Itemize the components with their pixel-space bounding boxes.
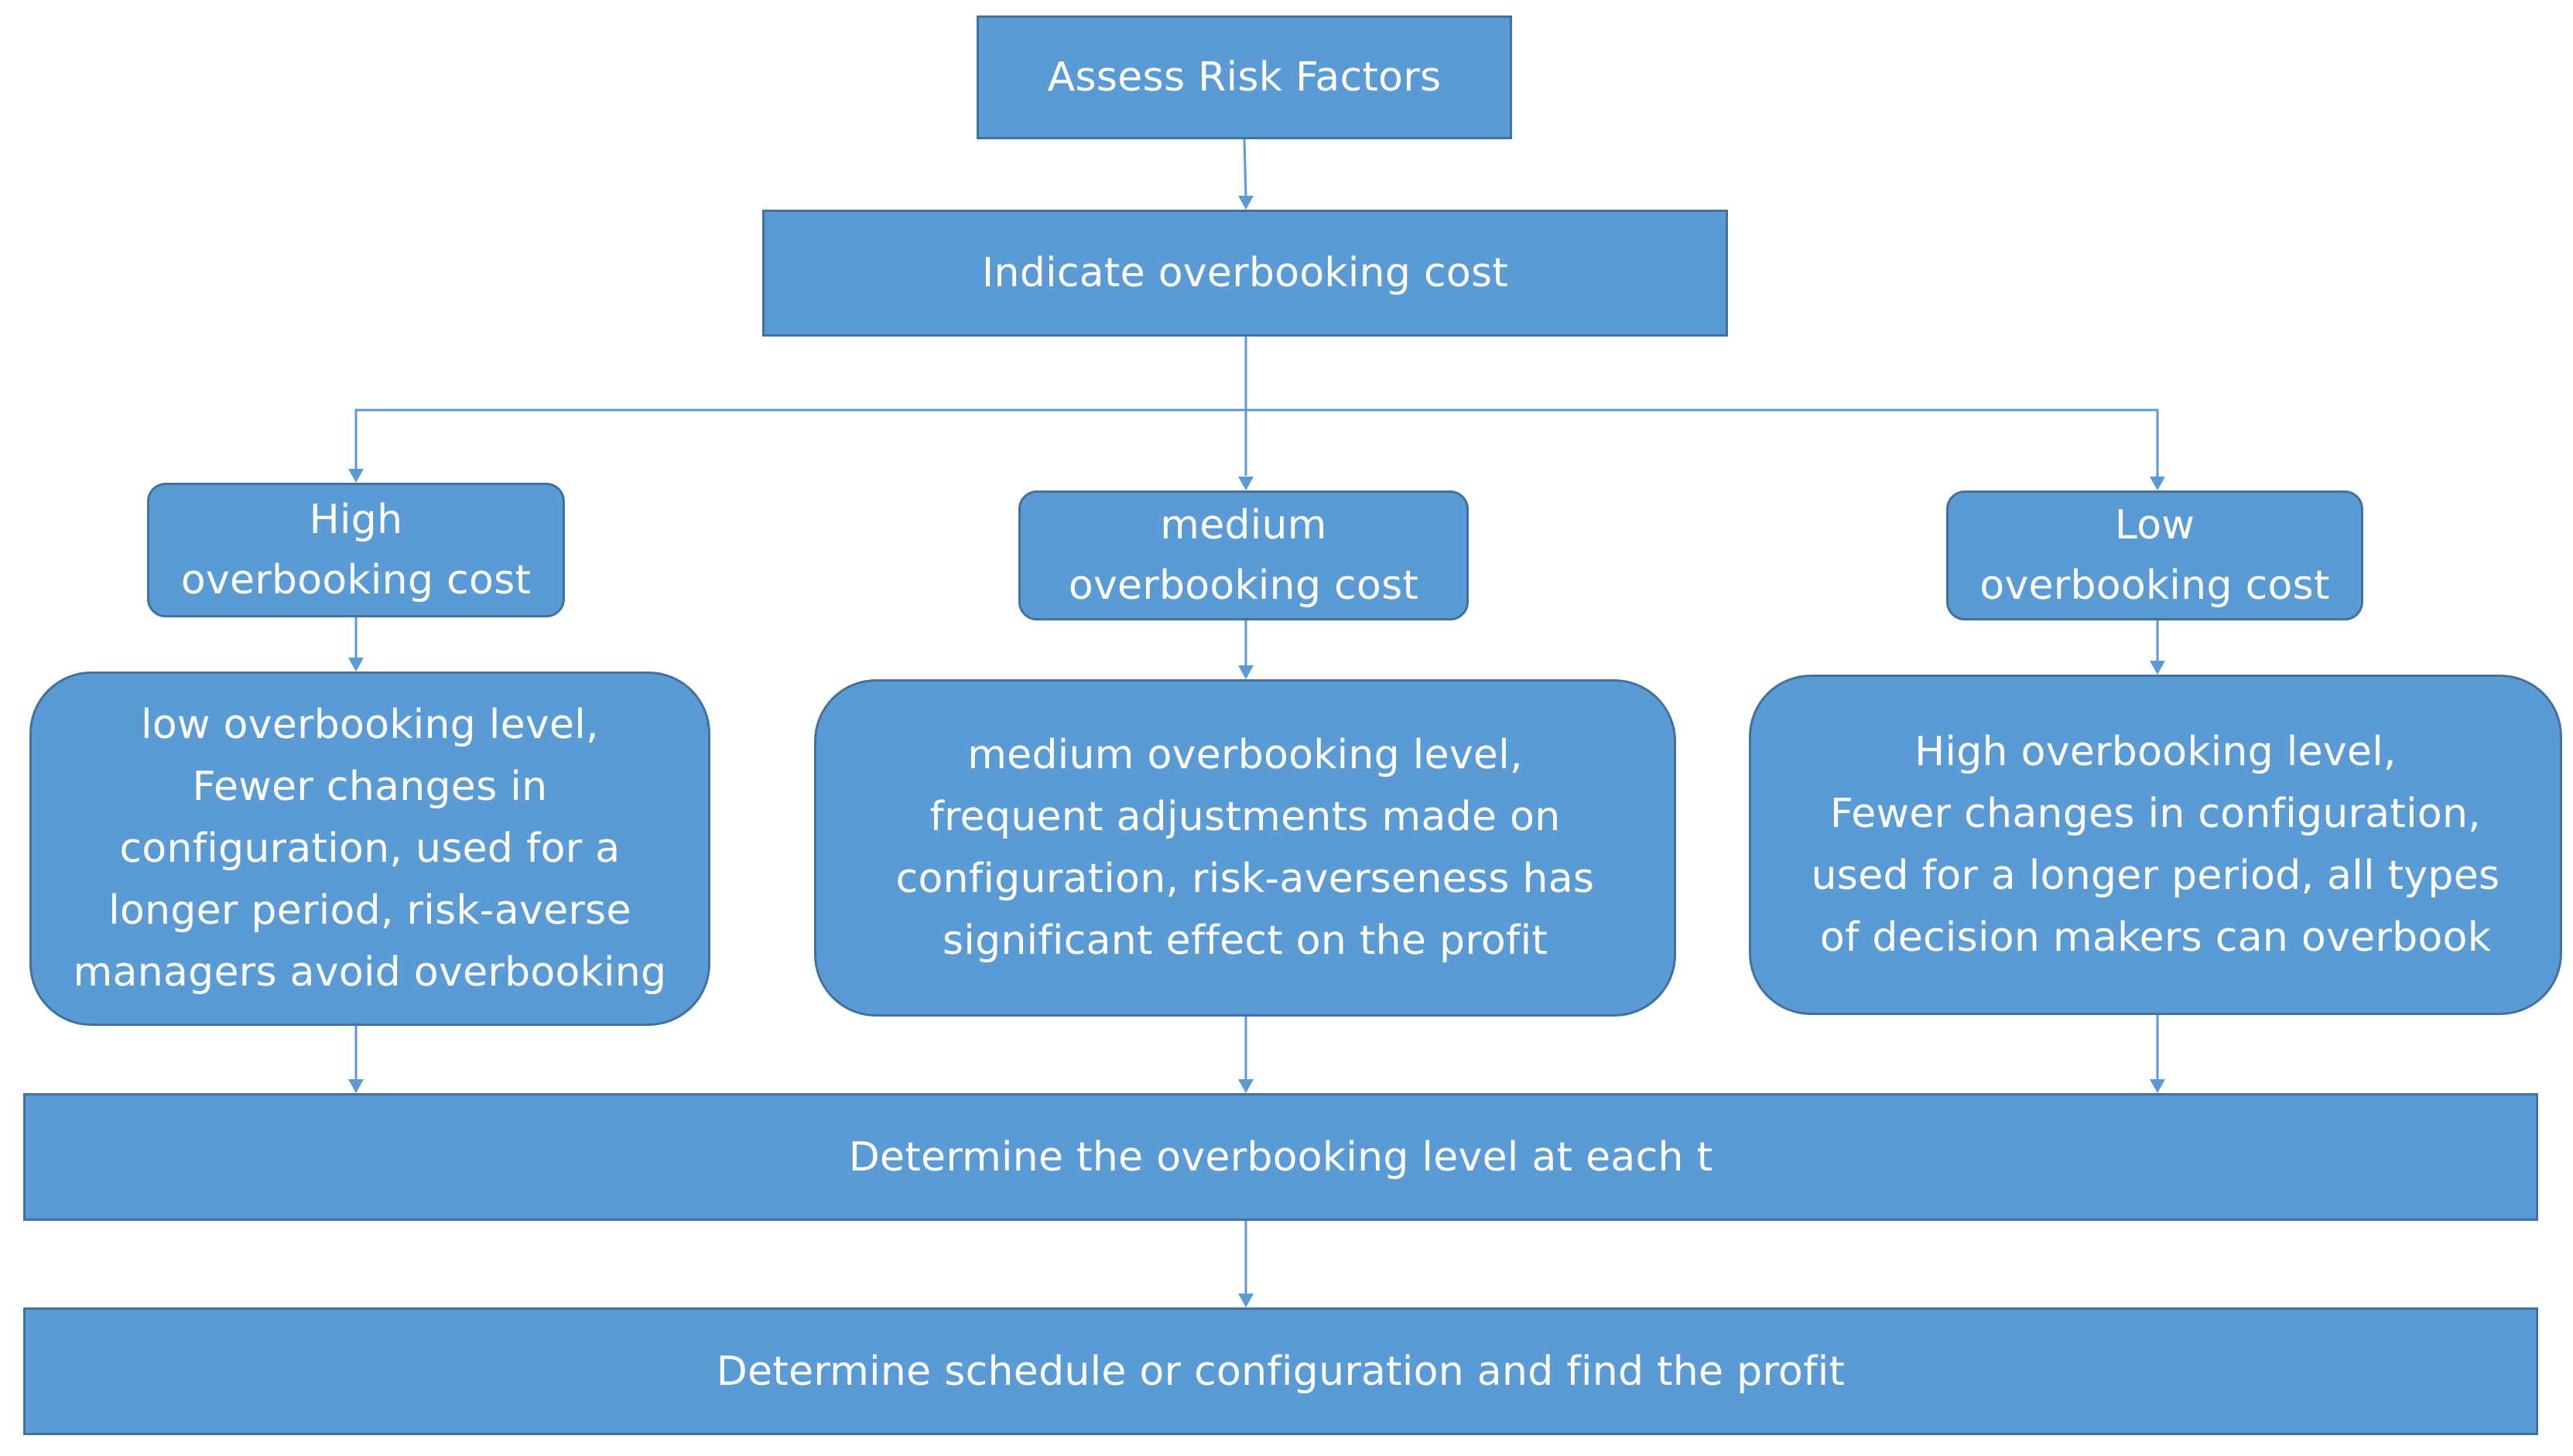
determine-overbooking-level-box: Determine the overbooking level at each … (23, 1093, 2538, 1221)
arrowhead-schedule (1238, 1294, 1254, 1307)
determine-schedule-box: Determine schedule or configuration and … (23, 1307, 2538, 1435)
arrowhead-indicate (1238, 196, 1254, 210)
assess-risk-factors-box: Assess Risk Factors (977, 15, 1512, 139)
arrowhead-high-cost (348, 469, 364, 483)
arrowhead-level-right (2150, 1079, 2165, 1093)
arrowhead-medium-cost (1238, 477, 1254, 490)
low-cost-outcome-box: High overbooking level, Fewer changes in… (1749, 675, 2562, 1015)
arrowhead-low-detail (2150, 661, 2165, 675)
connector-split (354, 408, 2159, 477)
arrowhead-level-center (1238, 1079, 1254, 1093)
low-overbooking-cost-box: Low overbooking cost (1946, 490, 2363, 620)
arrowhead-medium-detail (1238, 665, 1254, 679)
arrowhead-level-left (348, 1079, 364, 1093)
medium-cost-outcome-box: medium overbooking level, frequent adjus… (814, 679, 1676, 1017)
arrowhead-low-cost (2150, 477, 2165, 490)
connector-assess-indicate (1243, 138, 1247, 198)
arrowhead-high-detail (348, 658, 364, 672)
indicate-overbooking-cost-box: Indicate overbooking cost (762, 210, 1728, 337)
high-cost-outcome-box: low overbooking level, Fewer changes in … (29, 672, 710, 1026)
medium-overbooking-cost-box: medium overbooking cost (1018, 490, 1469, 620)
high-overbooking-cost-box: High overbooking cost (147, 483, 565, 617)
